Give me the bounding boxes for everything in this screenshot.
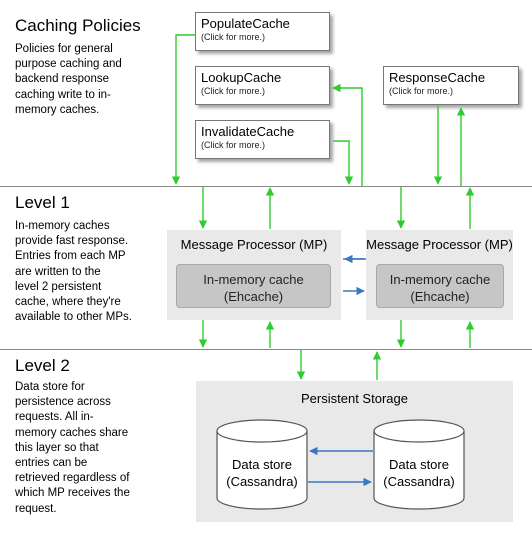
level1-to-lookup-arrow (332, 83, 363, 186)
data-store-2-label: Data store (Cassandra) (383, 457, 455, 489)
level2-title: Level 2 (15, 356, 70, 375)
invalidate-cache-policy[interactable]: InvalidateCache (Click for more.) (195, 120, 330, 159)
caching-policies-title: Caching Policies (15, 16, 141, 35)
data-store-cylinder-2 (373, 419, 465, 510)
policy-name: InvalidateCache (201, 124, 295, 139)
click-for-more-link[interactable]: (Click for more.) (389, 86, 454, 96)
mp-title: Message Processor (MP) (180, 237, 328, 252)
policy-name: PopulateCache (201, 16, 290, 31)
lookup-cache-policy[interactable]: LookupCache (Click for more.) (195, 66, 330, 105)
level1-title: Level 1 (15, 193, 70, 212)
data-store-cylinder-1 (216, 419, 308, 510)
click-for-more-link[interactable]: (Click for more.) (201, 140, 266, 150)
level1-description: In-memory caches provide fast response. … (15, 220, 132, 324)
in-memory-cache-1: In-memory cache (Ehcache) (176, 264, 331, 308)
populate-to-level1-arrow (171, 34, 195, 185)
caching-policies-description: Policies for general purpose caching and… (15, 43, 122, 116)
level1-divider (0, 186, 532, 187)
populate-cache-policy[interactable]: PopulateCache (Click for more.) (195, 12, 330, 51)
policy-name: ResponseCache (389, 70, 486, 85)
persistent-storage-title: Persistent Storage (301, 391, 408, 406)
response-cache-policy[interactable]: ResponseCache (Click for more.) (383, 66, 519, 105)
click-for-more-link[interactable]: (Click for more.) (201, 86, 266, 96)
data-store-1-label: Data store (Cassandra) (226, 457, 298, 489)
invalidate-to-level1-arrow (333, 140, 354, 185)
level2-divider (0, 349, 532, 350)
policy-name: LookupCache (201, 70, 282, 85)
message-processor-1: Message Processor (MP) In-memory cache (… (167, 230, 341, 320)
mp-title: Message Processor (MP) (366, 237, 513, 252)
level2-description: Data store for persistence across reques… (15, 381, 130, 515)
message-processor-2: Message Processor (MP) In-memory cache (… (366, 230, 513, 320)
in-memory-cache-2: In-memory cache (Ehcache) (376, 264, 504, 308)
click-for-more-link[interactable]: (Click for more.) (201, 32, 266, 42)
